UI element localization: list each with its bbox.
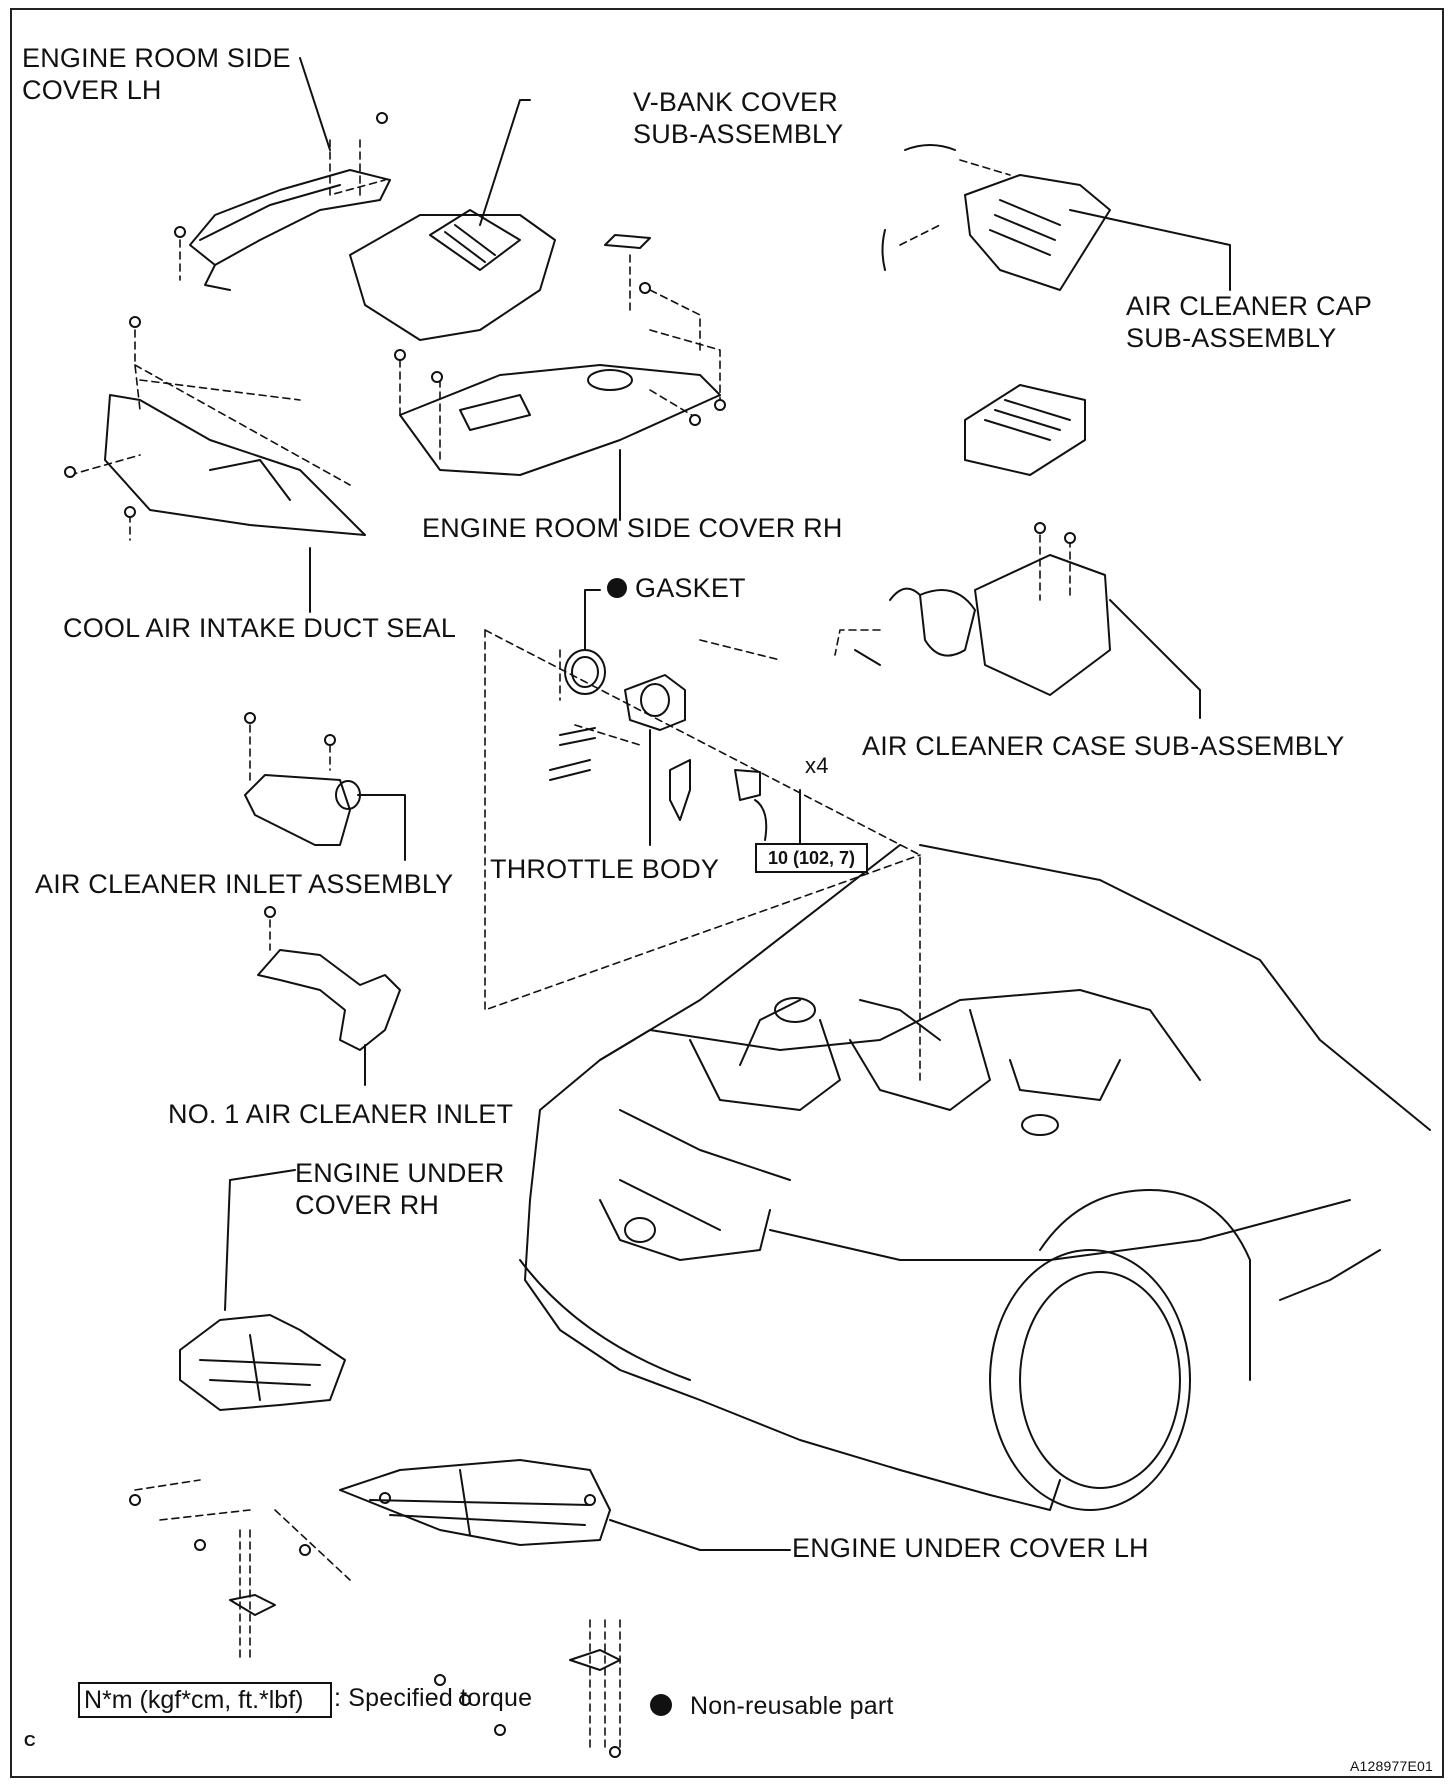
label-engine-room-side-cover-rh: ENGINE ROOM SIDE COVER RH: [422, 513, 843, 543]
no1-air-cleaner-inlet-part: [257, 949, 401, 1086]
label-x4: x4: [805, 753, 829, 778]
non-reusable-legend: Non-reusable part: [650, 1690, 894, 1722]
vehicle-engine-compartment-outline: [519, 844, 1431, 1511]
label-engine-under-cover-lh: ENGINE UNDER COVER LH: [792, 1533, 1149, 1563]
label-air-cleaner-case: AIR CLEANER CASE SUB-ASSEMBLY: [862, 731, 1345, 761]
label-gasket: GASKET: [607, 572, 746, 604]
air-cleaner-case-part: [854, 554, 1201, 719]
engine-room-side-cover-rh-part: [399, 234, 721, 521]
label-cool-air-intake-duct-seal: COOL AIR INTAKE DUCT SEAL: [63, 613, 457, 643]
cool-air-intake-duct-seal-part: [104, 394, 366, 613]
torque-legend-text: : Specified torque: [334, 1684, 533, 1712]
label-engine-under-cover-rh: ENGINE UNDER COVER RH: [295, 1158, 505, 1220]
v-bank-cover-part: [349, 99, 556, 341]
corner-letter: C: [24, 1733, 36, 1750]
label-air-cleaner-cap: AIR CLEANER CAP SUB-ASSEMBLY: [1126, 291, 1373, 353]
non-reusable-dot-icon: [607, 577, 627, 598]
label-v-bank-cover: V-BANK COVER SUB-ASSEMBLY: [633, 87, 844, 149]
engine-under-cover-rh-part: [179, 1169, 346, 1411]
label-air-cleaner-inlet-assembly: AIR CLEANER INLET ASSEMBLY: [35, 869, 454, 899]
label-no1-air-cleaner-inlet: NO. 1 AIR CLEANER INLET: [168, 1099, 514, 1129]
air-cleaner-filter-part: [964, 384, 1086, 476]
label-throttle-body: THROTTLE BODY: [490, 854, 720, 884]
non-reusable-text: Non-reusable part: [690, 1692, 894, 1720]
figure-id: A128977E01: [1350, 1758, 1433, 1774]
engine-room-side-cover-lh-part: [189, 57, 391, 291]
torque-value-box: 10 (102, 7): [755, 843, 868, 873]
torque-unit-legend-box: N*m (kgf*cm, ft.*lbf): [78, 1682, 332, 1718]
label-engine-room-side-cover-lh: ENGINE ROOM SIDE COVER LH: [22, 43, 291, 105]
gasket-text: GASKET: [635, 573, 746, 603]
throttle-body-assembly-part: [549, 589, 801, 846]
air-cleaner-cap-part: [881, 144, 1231, 291]
non-reusable-dot-icon: [650, 1694, 672, 1717]
figure-frame: [10, 8, 1444, 1778]
air-cleaner-inlet-assembly-part: [244, 774, 406, 861]
engine-under-cover-lh-part: [229, 1459, 791, 1671]
